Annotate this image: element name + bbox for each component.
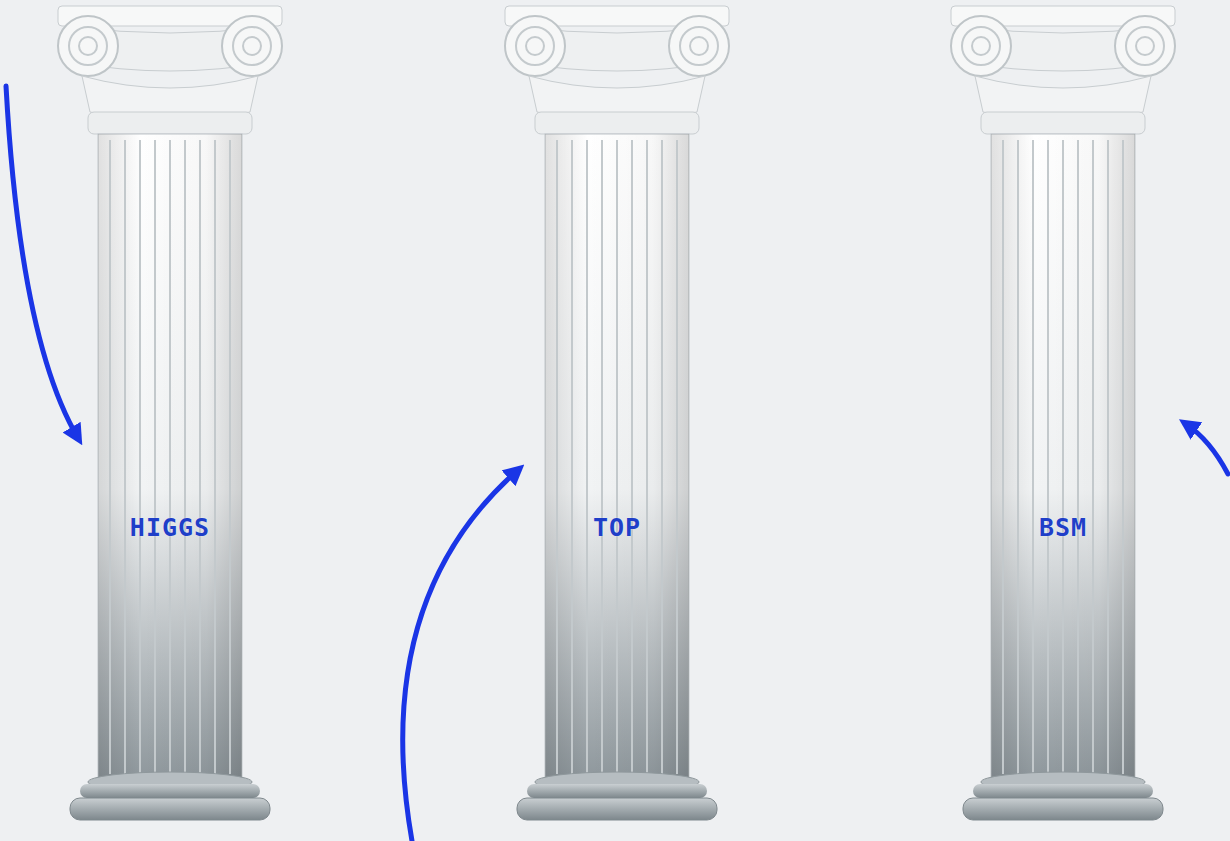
column-label-area: TOP	[547, 507, 687, 548]
column-label: TOP	[593, 513, 641, 542]
pointer-arrow	[6, 86, 1228, 841]
column-label-area: HIGGS	[100, 507, 240, 548]
column-label: BSM	[1039, 513, 1087, 542]
column-label-area: BSM	[993, 507, 1133, 548]
column-label: HIGGS	[130, 513, 210, 542]
